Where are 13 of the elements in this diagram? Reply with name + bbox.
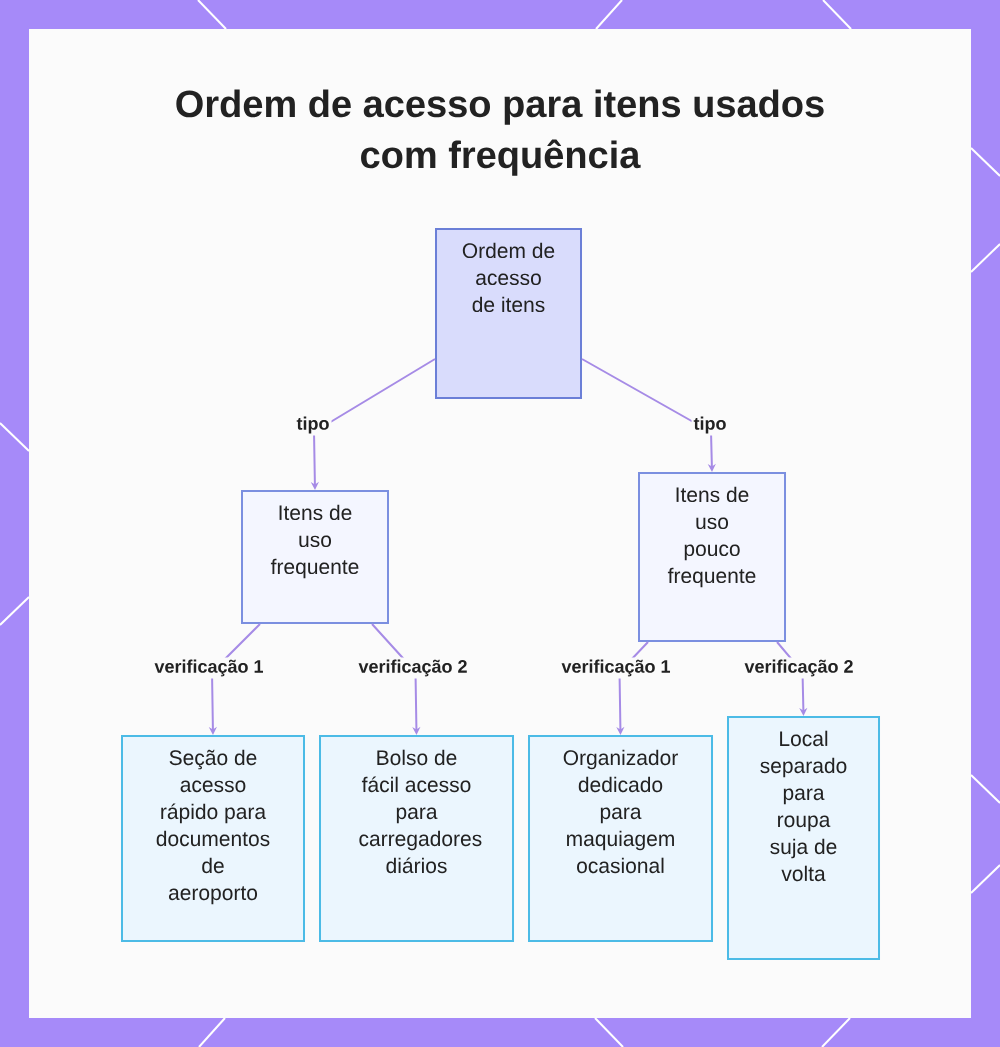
node-box: Bolso de fácil acesso para carregadores diários bbox=[319, 735, 514, 942]
node-box: Itens de uso pouco frequente bbox=[638, 472, 786, 642]
node-box: Ordem de acesso de itens bbox=[435, 228, 582, 399]
node-box: Organizador dedicado para maquiagem ocasional bbox=[528, 735, 713, 942]
node-box: Local separado para roupa suja de volta bbox=[727, 716, 880, 960]
title: Ordem de acesso para itens usados com frequência bbox=[176, 89, 824, 176]
arrow bbox=[581, 358, 716, 472]
edge-label: verificação 2 bbox=[356, 657, 470, 679]
edge-label: verificação 2 bbox=[742, 657, 856, 679]
edge-label: verificação 1 bbox=[559, 657, 673, 679]
node-box: Itens de uso frequente bbox=[241, 490, 389, 624]
node-box: Seção de acesso rápido para documentos de aeroporto bbox=[121, 735, 305, 942]
edge-label: verificação 1 bbox=[152, 657, 266, 679]
